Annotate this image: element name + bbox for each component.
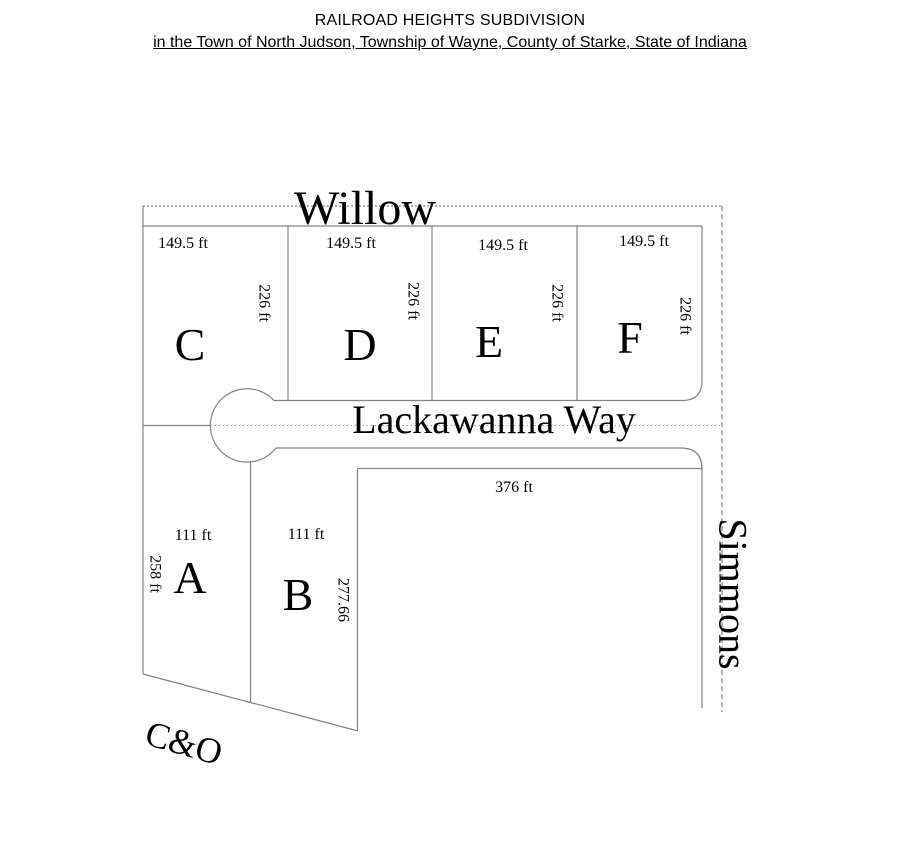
lot-f-frontage: 149.5 ft	[619, 233, 669, 250]
lot-c-frontage: 149.5 ft	[158, 235, 208, 252]
drawing-header: RAILROAD HEIGHTS SUBDIVISION in the Town…	[0, 11, 900, 53]
lot-c-letter: C	[175, 319, 206, 370]
street-label-willow: Willow	[294, 182, 436, 235]
railroad-diagonal-line	[142, 673, 359, 732]
lot-e-frontage: 149.5 ft	[478, 237, 528, 254]
lot-a-letter: A	[173, 552, 206, 603]
lot-f-letter: F	[617, 312, 643, 363]
lot-c-depth: 226 ft	[256, 284, 273, 322]
lot-b-frontage: 111 ft	[288, 526, 325, 543]
lot-a-depth: 258 ft	[147, 555, 164, 593]
page-title: RAILROAD HEIGHTS SUBDIVISION	[314, 12, 586, 29]
lot-d-letter: D	[343, 319, 376, 370]
railroad-label-co: C&O	[141, 713, 227, 773]
lot-b-depth: 277.66	[335, 578, 352, 622]
lot-a-frontage: 111 ft	[175, 527, 212, 544]
lot-f-depth: 226 ft	[677, 297, 694, 335]
lot-e-depth: 226 ft	[549, 284, 566, 322]
outparcel-frontage: 376 ft	[495, 479, 533, 496]
page-subtitle: in the Town of North Judson, Township of…	[153, 34, 747, 51]
culdesac-bulb-arc	[209, 388, 277, 463]
lot-d-depth: 226 ft	[405, 282, 422, 320]
street-label-lackawanna-way: Lackawanna Way	[352, 397, 636, 442]
street-label-simmons: Simmons	[711, 518, 756, 669]
lot-f-east-edge-and-street-north-edge	[274, 226, 703, 402]
lot-b-letter: B	[283, 569, 314, 620]
lot-e-letter: E	[475, 316, 503, 367]
lot-d-frontage: 149.5 ft	[326, 235, 376, 252]
